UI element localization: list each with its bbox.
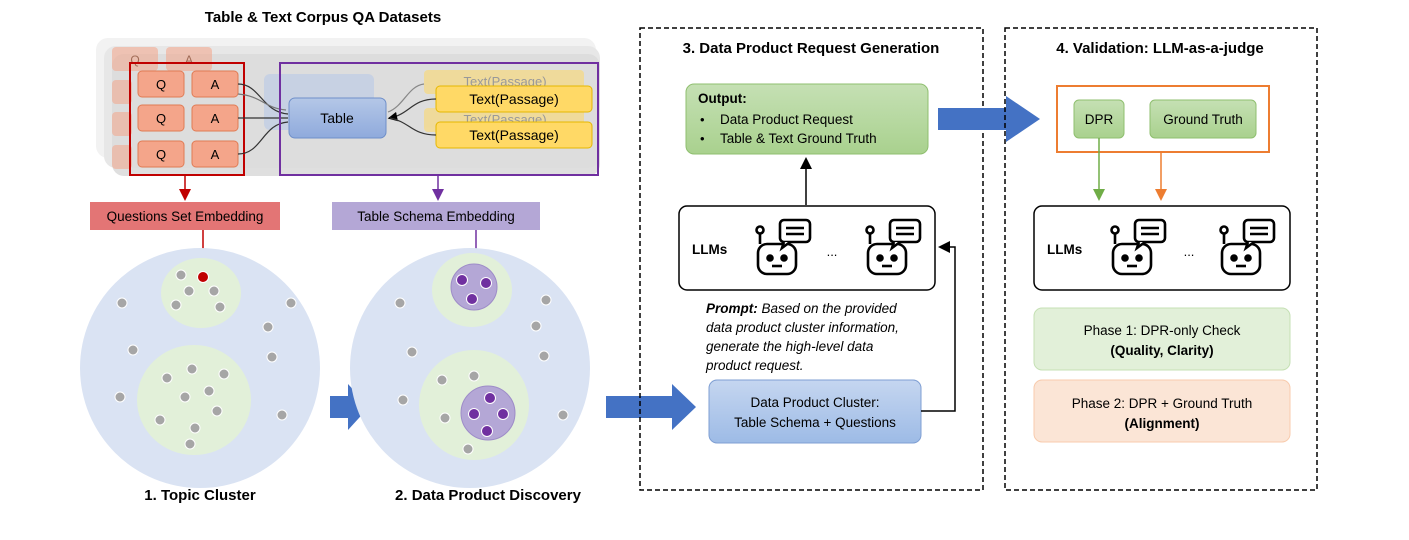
faded-text-label-1: Text(Passage) [463,74,546,89]
new-question-point [197,271,209,283]
generation-llms-label: LLMs [692,242,727,257]
output-item-2: Table & Text Ground Truth [720,131,877,146]
topic-points [114,269,297,450]
generation-title: 3. Data Product Request Generation [683,40,940,57]
phase1-box [1033,307,1291,371]
to-validation-arrow [938,96,1040,142]
q-cell-3 [137,140,185,168]
prompt-line-4: product request. [705,358,804,373]
robot-icon [755,218,812,276]
phase1-bold-label: (Quality, Clarity) [1110,343,1213,358]
prompt-text-1: Based on the provided [758,301,897,316]
validation-llms-ellipsis: ... [1184,244,1195,259]
qa-table-links [237,83,289,155]
generation-section [639,27,984,491]
faded-a-label: A [185,53,193,67]
cluster-to-llms-arrow [921,241,956,412]
a-label-2: A [211,111,220,126]
prompt-bold: Prompt: [706,301,758,316]
topic-subcluster-small [161,258,241,328]
ground-truth-box [1149,99,1257,139]
validation-title: 4. Validation: LLM-as-a-judge [1056,40,1264,57]
generation-llms-ellipsis: ... [827,244,838,259]
output-box [685,83,929,155]
text-table-links [387,83,437,136]
validation-section [1004,27,1318,491]
q-label-2: Q [156,111,166,126]
schema-embedding-label: Table Schema Embedding [357,209,515,224]
a-label-1: A [211,77,220,92]
validation-llms-label: LLMs [1047,242,1082,257]
table-node [288,97,387,139]
discovery-product-points [456,274,509,437]
prompt-line-3: generate the high-level data [706,339,874,354]
output-bullet-1: • [700,112,705,127]
output-title: Output: [698,91,747,106]
datasets-title: Table & Text Corpus QA Datasets [205,9,441,26]
product-cluster-box [708,379,922,444]
faded-q-label: Q [130,53,139,67]
table-text-selection-box [279,62,599,176]
phase1-label: Phase 1: DPR-only Check [1084,323,1241,338]
questions-embedding-box [90,202,280,230]
text-passage-label-2: Text(Passage) [469,127,558,143]
schema-embedding-box [332,202,540,230]
judge-input-box [1056,85,1270,153]
q-cell-2 [137,104,185,132]
robot-icon [865,218,922,276]
qa-selection-box [129,62,245,176]
phase2-bold-label: (Alignment) [1125,416,1200,431]
phase2-box [1033,379,1291,443]
q-label-1: Q [156,77,166,92]
table-label: Table [320,110,354,126]
dpr-label: DPR [1085,112,1114,127]
discovery-caption: 2. Data Product Discovery [395,487,582,504]
robot-icon [1219,218,1276,276]
product-cluster-line-1: Data Product Cluster: [750,395,879,410]
topic-cluster-caption: 1. Topic Cluster [144,487,256,504]
text-passage-label-1: Text(Passage) [469,91,558,107]
prompt-line-2: data product cluster information, [706,320,899,335]
discovery-points [394,294,569,455]
prompt-line-1: Prompt: Based on the provided [706,301,897,316]
q-cell-1 [137,70,185,98]
robot-icon [1110,218,1167,276]
a-label-3: A [211,147,220,162]
output-bullet-2: • [700,131,705,146]
topic-subcluster-large [137,345,251,455]
cluster-transition-arrow [330,384,369,430]
discovery-product-large [460,385,516,441]
questions-embedding-label: Questions Set Embedding [107,209,264,224]
to-generation-arrow [606,384,696,430]
ground-truth-label: Ground Truth [1163,112,1243,127]
output-item-1: Data Product Request [720,112,853,127]
product-cluster-line-2: Table Schema + Questions [734,415,896,430]
q-label-3: Q [156,147,166,162]
phase2-label: Phase 2: DPR + Ground Truth [1072,396,1252,411]
